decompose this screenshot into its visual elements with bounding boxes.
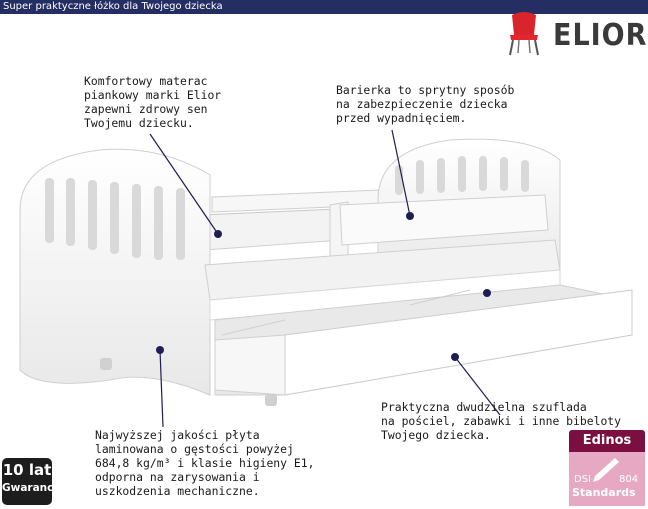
header-bar: Super praktyczne łóżko dla Twojego dziec… (0, 0, 648, 14)
mattress-callout: Komfortowy materac piankowy marki Elior … (84, 74, 222, 130)
edinos-right: 804 (619, 474, 639, 485)
warranty-years: 10 lat (2, 461, 52, 479)
edinos-standards: Standards (572, 486, 636, 499)
edinos-badge: Edinos DSI 804 Standards (569, 430, 645, 506)
drawer-callout: Praktyczna dwudzielna szuflada na poście… (381, 400, 622, 442)
chair-icon (509, 12, 539, 56)
barrier-callout: Barierka to sprytny sposób na zabezpiecz… (336, 83, 515, 125)
edinos-title: Edinos (569, 430, 645, 452)
edinos-body (569, 452, 645, 506)
page-title: Super praktyczne łóżko dla Twojego dziec… (3, 1, 223, 12)
pencil-icon (593, 458, 619, 482)
edinos-left: DSI (574, 474, 591, 485)
board-callout: Najwyższej jakości płyta laminowana o gę… (95, 428, 315, 498)
warranty-badge: 10 lat Gwarancji (2, 458, 61, 505)
brand-name: ELIOR (553, 18, 648, 53)
warranty-label: Gwarancji (2, 482, 61, 494)
